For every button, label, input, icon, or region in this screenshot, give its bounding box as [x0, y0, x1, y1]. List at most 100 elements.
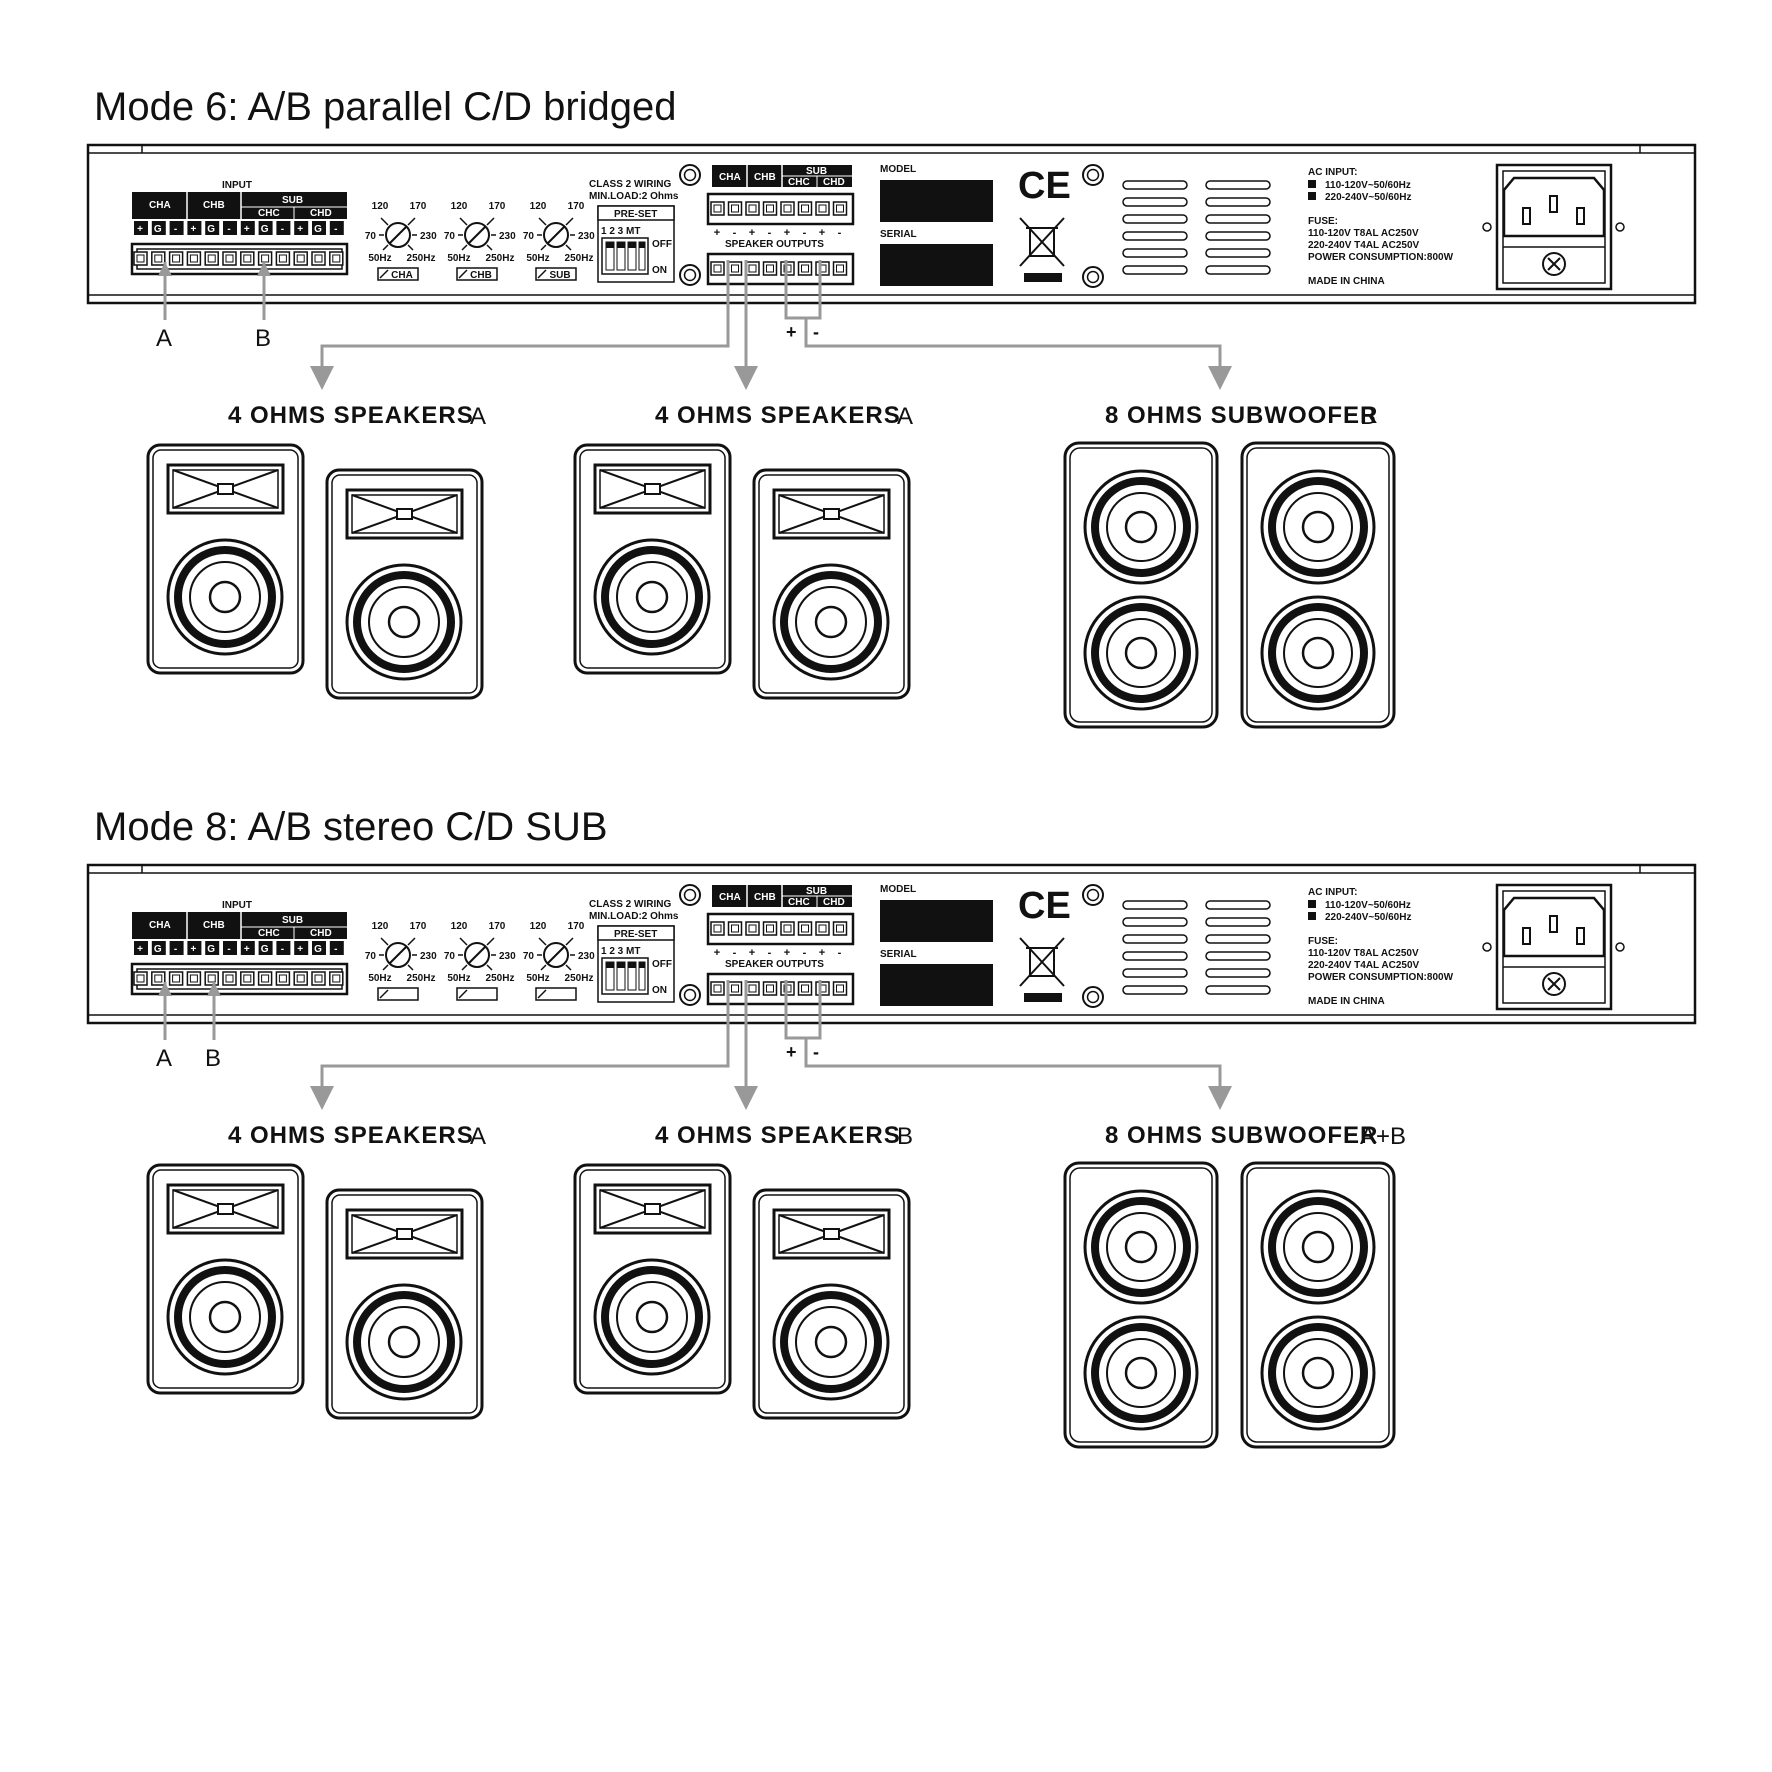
- speaker-cabinet: [327, 1190, 482, 1418]
- input-terminal[interactable]: [186, 971, 202, 986]
- knob-scale-label: 70: [444, 951, 456, 962]
- input-terminal[interactable]: [293, 251, 308, 266]
- bridge-plus: +: [786, 1042, 797, 1062]
- speaker-output-terminal[interactable]: [727, 921, 743, 936]
- speaker-cabinet: [575, 1165, 730, 1393]
- sub-tab: SUB: [282, 915, 303, 926]
- fuse-line-2: 220-240V T4AL AC250V: [1308, 240, 1420, 251]
- input-terminals: [133, 251, 344, 266]
- screw: [1082, 884, 1104, 906]
- serial-plate: [880, 244, 993, 286]
- speaker-output-terminal[interactable]: [762, 981, 778, 996]
- amplifier-rear-panel: INPUT CHA CHB SUB CHC CHD +G-+G-+G-+G- 1…: [86, 863, 1697, 1025]
- speaker-output-terminal[interactable]: [762, 921, 778, 936]
- vent-slot: [1122, 231, 1188, 241]
- cha-tab: CHA: [149, 200, 171, 211]
- vent-slot: [1122, 265, 1188, 275]
- speaker-output-terminal[interactable]: [762, 261, 778, 276]
- input-terminal[interactable]: [257, 971, 273, 986]
- preset-switch[interactable]: PRE-SET 1 2 3 MT OFF ON: [597, 205, 675, 283]
- speaker-output-terminal[interactable]: [727, 201, 743, 216]
- knob-scale-label: 250Hz: [407, 973, 436, 984]
- speaker-output-terminal[interactable]: [797, 201, 813, 216]
- wiring-note: CLASS 2 WIRING: [589, 179, 671, 190]
- input-terminal[interactable]: [275, 251, 291, 266]
- speaker-outputs-label: SPEAKER OUTPUTS: [725, 959, 824, 970]
- speaker-output-terminal[interactable]: [815, 261, 830, 276]
- vent-slot: [1122, 197, 1188, 207]
- speaker-output-terminal[interactable]: [780, 921, 795, 936]
- speaker-output-terminal[interactable]: [710, 981, 725, 996]
- input-terminal[interactable]: [222, 971, 237, 986]
- speaker-output-terminal[interactable]: [727, 981, 743, 996]
- power-inlet[interactable]: [1482, 163, 1625, 291]
- chb-tab: CHB: [203, 200, 225, 211]
- speaker-output-terminal[interactable]: [710, 201, 725, 216]
- made-in: MADE IN CHINA: [1308, 276, 1385, 287]
- input-terminal[interactable]: [186, 251, 202, 266]
- polarity-label: -: [838, 947, 842, 959]
- input-terminal-label: G: [154, 944, 162, 955]
- speaker-output-terminal[interactable]: [832, 201, 848, 216]
- speaker-output-terminal[interactable]: [815, 921, 830, 936]
- speaker-output-terminal[interactable]: [710, 921, 725, 936]
- input-terminal[interactable]: [222, 251, 237, 266]
- speaker-output-terminal[interactable]: [745, 201, 760, 216]
- speaker-output-terminal[interactable]: [797, 981, 813, 996]
- input-terminal[interactable]: [204, 251, 219, 266]
- speaker-output-terminal[interactable]: [832, 981, 848, 996]
- vent-slot: [1205, 197, 1271, 207]
- dip-switches[interactable]: [605, 241, 646, 271]
- speaker-output-terminal[interactable]: [832, 921, 848, 936]
- vent-slot: [1205, 917, 1271, 927]
- vent-slot: [1122, 951, 1188, 961]
- polarity-label: +: [784, 947, 790, 959]
- input-terminal[interactable]: [293, 971, 308, 986]
- input-terminal[interactable]: [133, 971, 148, 986]
- speaker-output-terminal[interactable]: [797, 921, 813, 936]
- speaker-output-terminal[interactable]: [745, 261, 760, 276]
- input-terminal[interactable]: [204, 971, 219, 986]
- model-plate: [880, 180, 993, 222]
- speaker-output-terminal[interactable]: [815, 981, 830, 996]
- speaker-output-terminal[interactable]: [745, 921, 760, 936]
- input-terminal[interactable]: [168, 251, 184, 266]
- input-terminal[interactable]: [311, 971, 326, 986]
- out-cha: CHA: [719, 172, 741, 183]
- input-terminal-label: G: [207, 944, 215, 955]
- subwoofer-label: 8 OHMS SUBWOOFER: [1105, 402, 1378, 429]
- speaker-output-terminal[interactable]: [727, 261, 743, 276]
- knob-scale-label: 230: [578, 231, 595, 242]
- speaker-output-terminal[interactable]: [745, 981, 760, 996]
- speaker-output-terminal[interactable]: [815, 201, 830, 216]
- speaker-output-terminal[interactable]: [780, 201, 795, 216]
- speaker-outputs: CHA CHB SUB CHC CHD SPEAKER OUTPUTS +-+-…: [706, 885, 855, 1006]
- speaker-output-terminal[interactable]: [710, 261, 725, 276]
- speaker-output-terminal[interactable]: [797, 261, 813, 276]
- input-terminal[interactable]: [151, 251, 166, 266]
- weee-bin-icon: [1019, 937, 1065, 1002]
- knob-scale-label: 120: [372, 921, 389, 932]
- input-terminal[interactable]: [240, 971, 255, 986]
- speaker-output-terminal[interactable]: [762, 201, 778, 216]
- vent-slot: [1122, 968, 1188, 978]
- speaker-output-terminal[interactable]: [832, 261, 848, 276]
- knob-name: SUB: [549, 270, 570, 281]
- speaker-cabinet: [754, 1190, 909, 1418]
- input-terminal[interactable]: [329, 971, 344, 986]
- polarity-label: -: [733, 947, 737, 959]
- speaker-group-2-channel: B: [897, 1123, 913, 1150]
- input-terminal[interactable]: [168, 971, 184, 986]
- preset-switch[interactable]: PRE-SET 1 2 3 MT OFF ON: [597, 925, 675, 1003]
- power-inlet[interactable]: [1482, 883, 1625, 1011]
- input-terminal[interactable]: [133, 251, 148, 266]
- input-terminal[interactable]: [240, 251, 255, 266]
- input-terminal[interactable]: [311, 251, 326, 266]
- input-terminal[interactable]: [151, 971, 166, 986]
- ce-mark: CE: [1018, 885, 1071, 927]
- input-terminal[interactable]: [329, 251, 344, 266]
- dip-switches[interactable]: [605, 961, 646, 991]
- speaker-group-1-label: 4 OHMS SPEAKERS: [228, 402, 474, 429]
- input-terminal[interactable]: [275, 971, 291, 986]
- out-sub: SUB: [806, 886, 827, 897]
